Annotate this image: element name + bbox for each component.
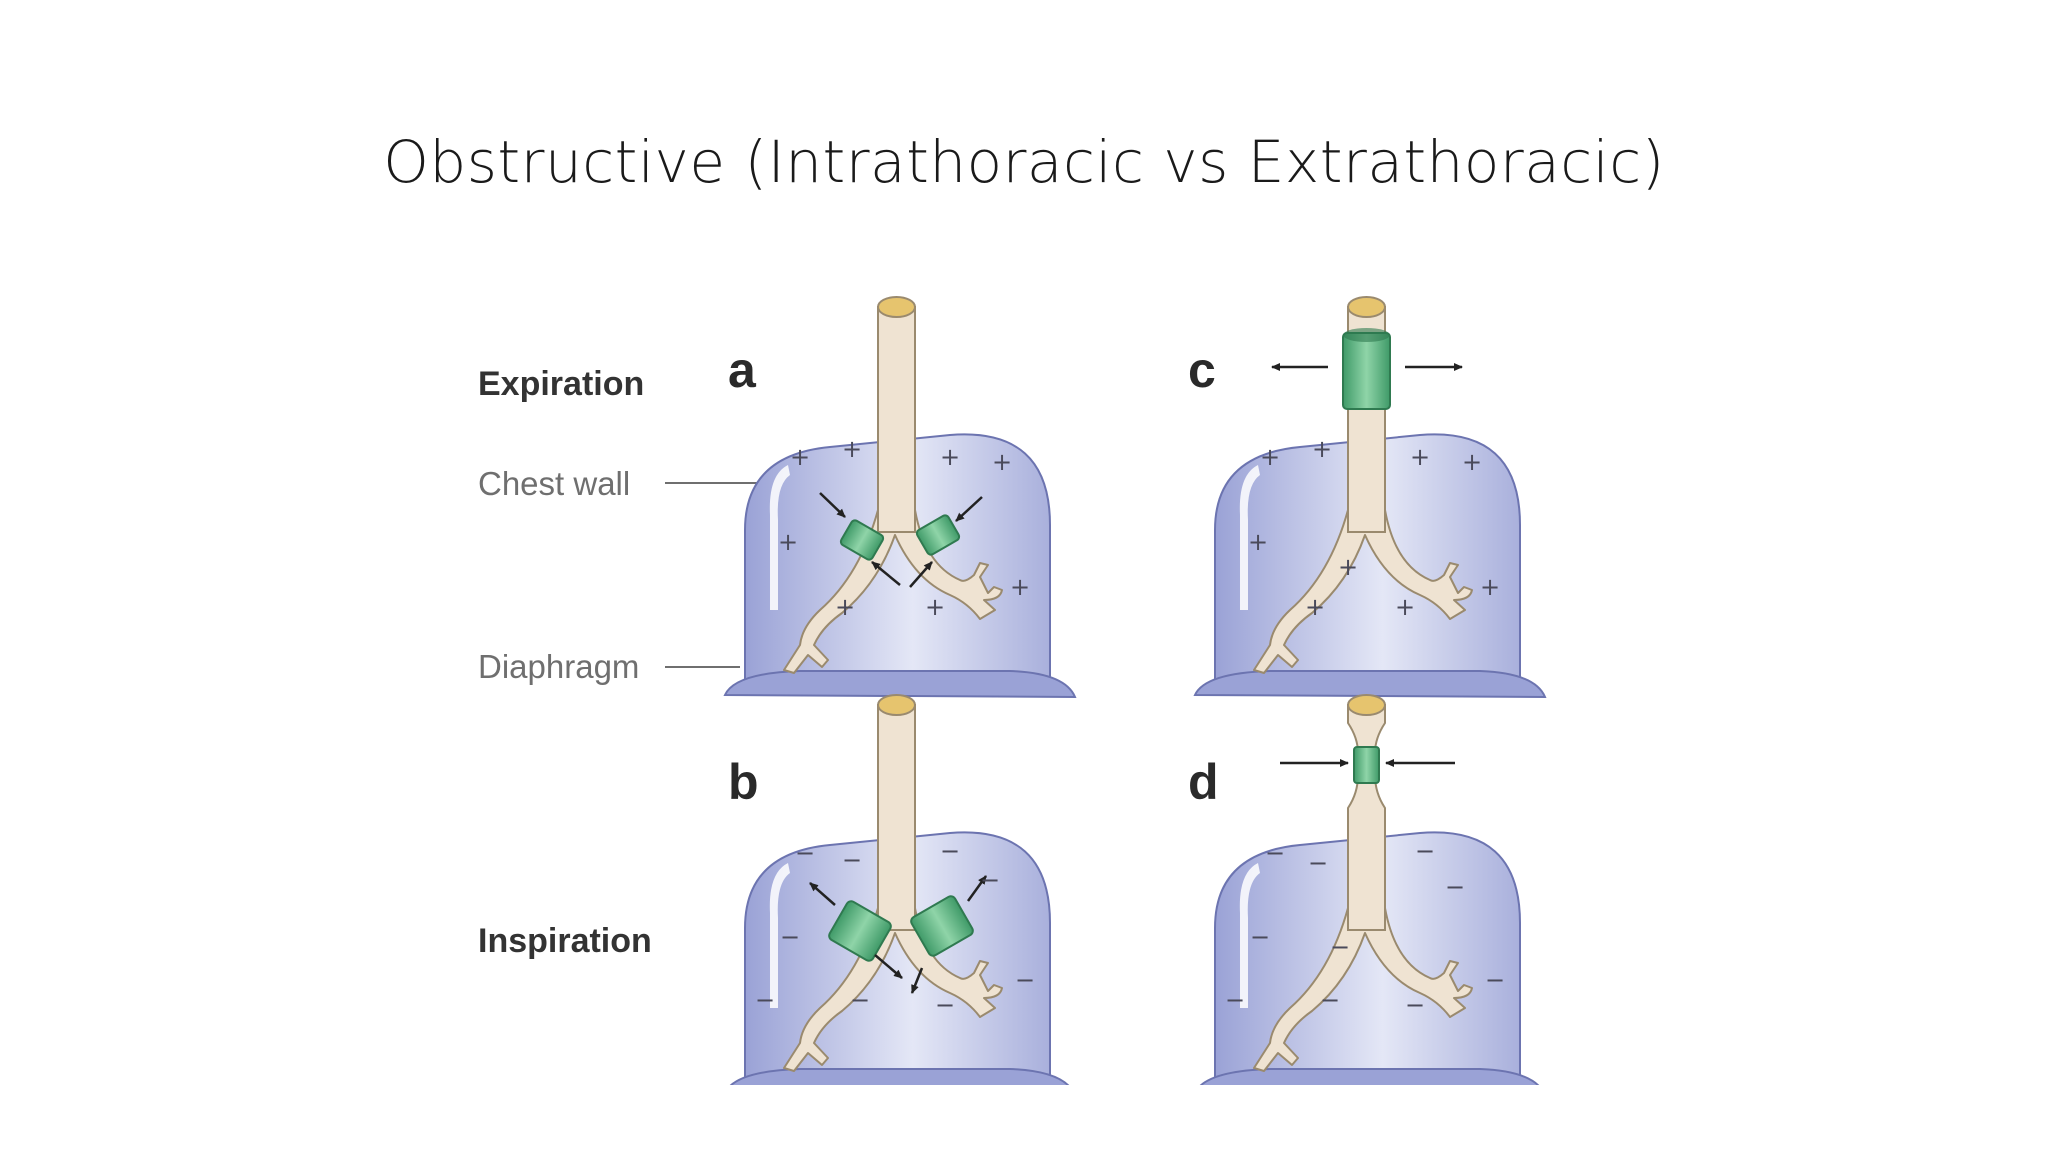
trachea-opening — [1347, 296, 1386, 318]
svg-text:+: + — [778, 528, 798, 556]
svg-text:+: + — [925, 593, 945, 621]
obstruction-top — [1343, 328, 1390, 342]
svg-text:−: − — [850, 986, 870, 1014]
callout-diaphragm: Diaphragm — [478, 648, 639, 685]
negative-pressure-signs: − − − − − − − − − − — [1225, 837, 1505, 1019]
svg-text:−: − — [1308, 849, 1328, 877]
trachea — [877, 704, 916, 931]
obstruction-right — [915, 514, 961, 556]
svg-text:−: − — [1415, 837, 1435, 865]
svg-text:−: − — [935, 991, 955, 1019]
panel-letter: a — [728, 342, 757, 398]
obstruction-left — [828, 900, 892, 962]
svg-text:−: − — [1445, 873, 1465, 901]
svg-text:−: − — [1265, 839, 1285, 867]
svg-text:−: − — [1225, 986, 1245, 1014]
svg-text:+: + — [1010, 573, 1030, 601]
panel-c: c + + + + + + + + + — [1188, 296, 1546, 698]
positive-pressure-signs: + + + + + + + + — [778, 435, 1030, 621]
dilation-arrows — [809, 875, 988, 994]
callout-chest-wall: Chest wall — [478, 465, 630, 502]
airway-obstruction-diagram: Expiration Inspiration Chest wall Diaphr… — [478, 296, 1546, 1085]
svg-text:−: − — [940, 837, 960, 865]
svg-text:+: + — [1260, 443, 1280, 471]
svg-text:−: − — [980, 866, 1000, 894]
svg-text:−: − — [1015, 966, 1035, 994]
svg-text:−: − — [1485, 966, 1505, 994]
svg-text:+: + — [1410, 443, 1430, 471]
obstruction-extrathoracic — [1353, 746, 1380, 784]
svg-text:−: − — [1250, 923, 1270, 951]
svg-text:+: + — [1248, 528, 1268, 556]
svg-text:+: + — [1395, 593, 1415, 621]
svg-text:−: − — [1330, 933, 1350, 961]
obstruction-extrathoracic — [1342, 332, 1391, 410]
svg-text:+: + — [1305, 593, 1325, 621]
panel-d: d − − − − − − − − − − — [1188, 694, 1546, 1085]
slide-title: Obstructive (Intrathoracic vs Extrathora… — [383, 128, 1665, 196]
panel-b: b − − − − − − − − − — [724, 694, 1076, 1085]
svg-text:+: + — [1338, 553, 1358, 581]
trachea-opening — [877, 694, 916, 716]
svg-text:−: − — [755, 986, 775, 1014]
svg-text:+: + — [1480, 573, 1500, 601]
negative-pressure-signs: − − − − − − − − − — [755, 837, 1035, 1019]
svg-text:−: − — [842, 846, 862, 874]
obstruction-right — [910, 895, 974, 957]
trachea — [877, 306, 916, 533]
panel-letter: b — [728, 754, 759, 810]
svg-text:−: − — [780, 923, 800, 951]
trachea-opening — [1347, 694, 1386, 716]
compression-arrows — [819, 492, 983, 588]
svg-text:+: + — [842, 435, 862, 463]
svg-text:+: + — [992, 448, 1012, 476]
svg-text:+: + — [940, 443, 960, 471]
panel-letter: c — [1188, 342, 1216, 398]
trachea-opening — [877, 296, 916, 318]
panel-letter: d — [1188, 754, 1219, 810]
svg-text:+: + — [1312, 435, 1332, 463]
svg-text:+: + — [790, 443, 810, 471]
row-label-expiration: Expiration — [478, 365, 644, 403]
row-label-inspiration: Inspiration — [478, 922, 652, 960]
obstruction-left — [839, 519, 885, 561]
svg-text:+: + — [835, 593, 855, 621]
svg-text:−: − — [1405, 991, 1425, 1019]
positive-pressure-signs: + + + + + + + + + — [1248, 435, 1500, 621]
trachea — [1347, 704, 1386, 931]
panel-a: a + + + + + + + + — [724, 296, 1076, 698]
svg-text:+: + — [1462, 448, 1482, 476]
svg-text:−: − — [1320, 986, 1340, 1014]
svg-text:−: − — [795, 839, 815, 867]
